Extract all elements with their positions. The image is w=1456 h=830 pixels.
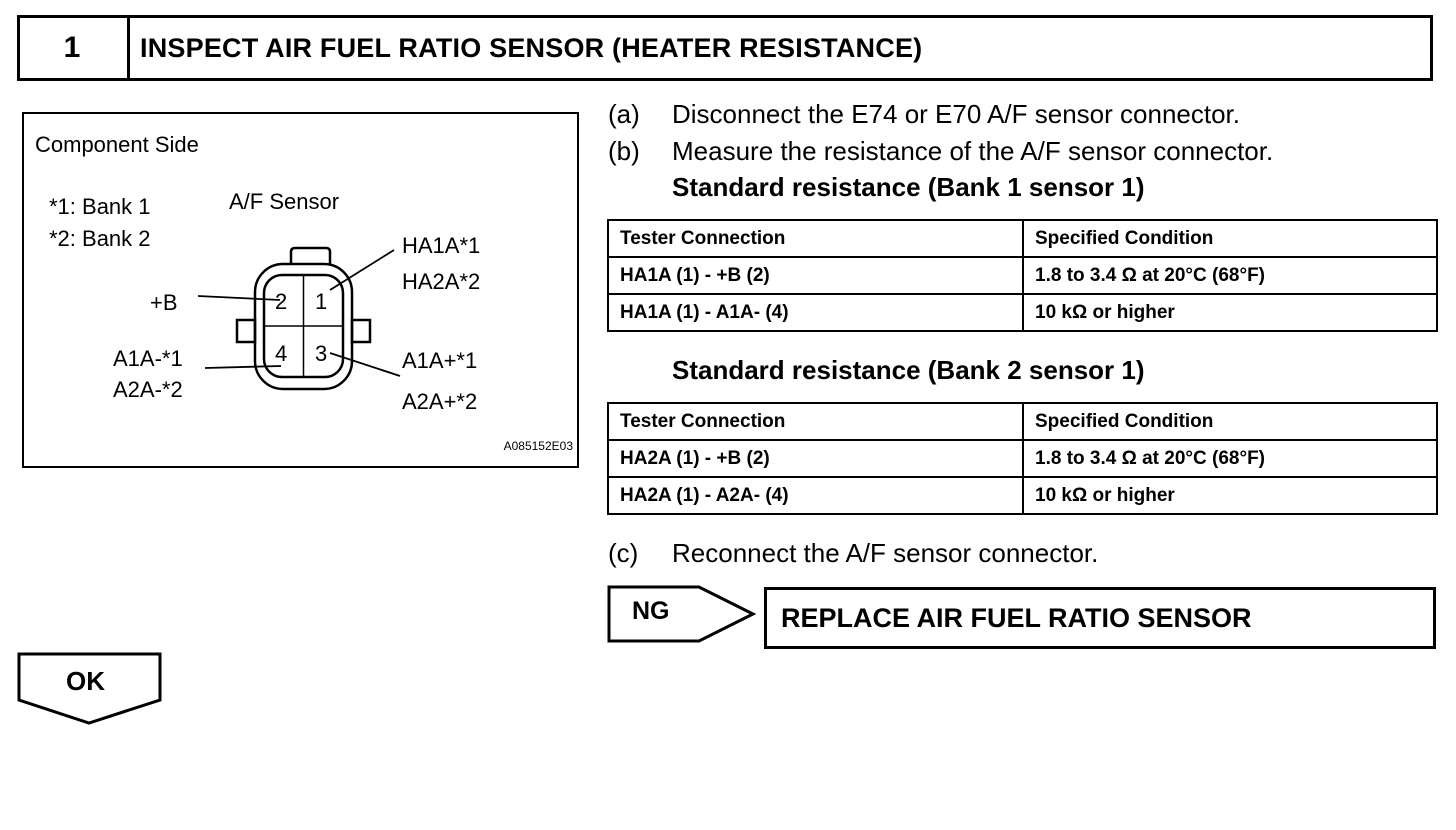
step-b-label: (b) [608,136,640,166]
label-a1a-minus: A1A-*1 [113,346,183,371]
ng-label: NG [632,597,670,625]
step-a-text: Disconnect the E74 or E70 A/F sensor con… [672,99,1240,129]
figure-side-label: Component Side [35,132,199,157]
step-c-label: (c) [608,538,639,568]
pin-4: 4 [275,341,287,366]
label-ha2a: HA2A*2 [402,269,480,294]
spec-table-bank1: Tester Connection Specified Condition HA… [607,219,1438,332]
table-row: HA1A (1) - A1A- (4) 10 kΩ or higher [607,293,1438,332]
leader-lines [197,249,401,377]
pin-3: 3 [315,341,327,366]
pin-1: 1 [315,289,327,314]
step-b: (b) Measure the resistance of the A/F sen… [608,136,1273,167]
step-a-label: (a) [608,99,640,129]
label-a2a-plus: A2A+*2 [402,389,477,414]
table-header-row: Tester Connection Specified Condition [607,219,1438,258]
step-b-text: Measure the resistance of the A/F sensor… [672,136,1274,166]
table-cell: HA1A (1) - A1A- (4) [607,293,1024,332]
label-plus-b: +B [150,290,178,315]
step-number: 1 [17,15,130,81]
figure-note-bank2: *2: Bank 2 [49,226,151,251]
step-header-box [17,15,1433,81]
connector-housing [235,246,372,391]
table-header-cell: Specified Condition [1022,402,1438,441]
table-cell: 1.8 to 3.4 Ω at 20°C (68°F) [1022,439,1438,478]
figure-sensor-label: A/F Sensor [229,189,339,214]
component-figure-frame [22,112,579,468]
table-header-cell: Specified Condition [1022,219,1438,258]
table-cell: HA2A (1) - A2A- (4) [607,476,1024,515]
spec-table-bank2: Tester Connection Specified Condition HA… [607,402,1438,515]
table-cell: 10 kΩ or higher [1022,476,1438,515]
table-header-row: Tester Connection Specified Condition [607,402,1438,441]
table-header-cell: Tester Connection [607,402,1024,441]
figure-note-bank1: *1: Bank 1 [49,194,151,219]
table-cell: HA2A (1) - +B (2) [607,439,1024,478]
step-c: (c) Reconnect the A/F sensor connector. [608,538,1098,569]
table-row: HA2A (1) - A2A- (4) 10 kΩ or higher [607,476,1438,515]
pin-2: 2 [275,289,287,314]
table-row: HA2A (1) - +B (2) 1.8 to 3.4 Ω at 20°C (… [607,439,1438,478]
label-a2a-minus: A2A-*2 [113,377,183,402]
standard-heading-bank1: Standard resistance (Bank 1 sensor 1) [672,172,1145,202]
label-a1a-plus: A1A+*1 [402,348,477,373]
ng-arrow-icon [607,585,757,643]
ng-action-box: REPLACE AIR FUEL RATIO SENSOR [764,587,1436,649]
table-cell: 1.8 to 3.4 Ω at 20°C (68°F) [1022,256,1438,295]
table-header-cell: Tester Connection [607,219,1024,258]
step-a: (a) Disconnect the E74 or E70 A/F sensor … [608,99,1240,130]
ok-label: OK [66,666,105,696]
standard-heading-bank2: Standard resistance (Bank 2 sensor 1) [672,355,1145,385]
step-title: INSPECT AIR FUEL RATIO SENSOR (HEATER RE… [140,32,923,63]
table-cell: 10 kΩ or higher [1022,293,1438,332]
table-row: HA1A (1) - +B (2) 1.8 to 3.4 Ω at 20°C (… [607,256,1438,295]
ok-arrow-icon [17,652,162,725]
step-c-text: Reconnect the A/F sensor connector. [672,538,1099,568]
table-cell: HA1A (1) - +B (2) [607,256,1024,295]
sensor-connector-diagram: Component Side *1: Bank 1 *2: Bank 2 A/F… [35,132,574,453]
label-ha1a: HA1A*1 [402,233,480,258]
figure-code: A085152E03 [504,439,574,453]
